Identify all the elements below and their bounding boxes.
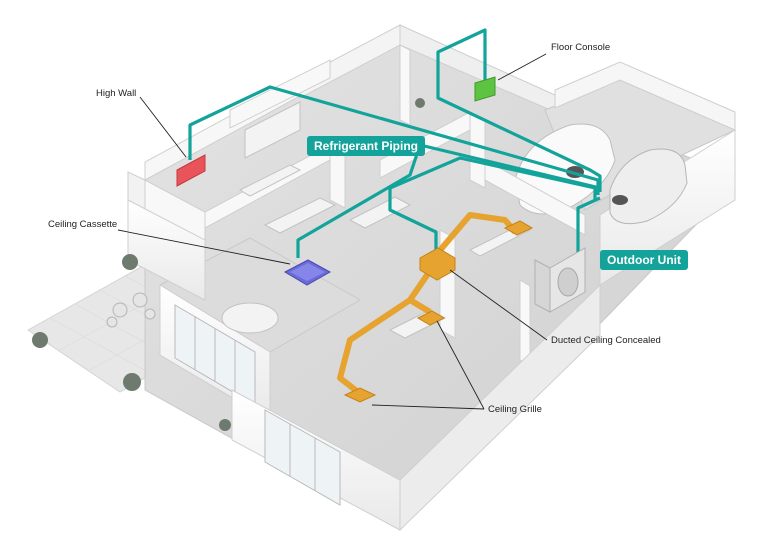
furniture bbox=[221, 101, 532, 339]
pipe-ducted bbox=[388, 156, 597, 253]
high-wall-unit bbox=[176, 154, 206, 187]
patio-chairs bbox=[106, 292, 156, 328]
ducted-ceiling-concealed-label: Ducted Ceiling Concealed bbox=[551, 335, 661, 346]
ceiling-grilles bbox=[343, 220, 534, 403]
floor-console-unit bbox=[474, 76, 496, 102]
floor-console-label: Floor Console bbox=[551, 42, 611, 53]
outdoor-unit-tag: Outdoor Unit bbox=[600, 250, 688, 270]
pipe-floor-console bbox=[436, 28, 602, 192]
pipe-high-wall bbox=[188, 85, 600, 195]
car-silver bbox=[609, 148, 688, 225]
plants bbox=[32, 98, 425, 431]
ceiling-cassette-unit bbox=[283, 259, 332, 286]
ducted-ceiling-concealed-unit bbox=[419, 247, 456, 281]
refrigerant-piping-tag: Refrigerant Piping bbox=[307, 136, 426, 156]
leader-lines bbox=[117, 53, 548, 410]
pipe-cassette bbox=[296, 143, 601, 258]
pipe-outdoor bbox=[576, 196, 601, 255]
front-block-wall-right bbox=[399, 283, 601, 532]
outdoor-unit bbox=[534, 247, 586, 313]
left-outer-wall bbox=[127, 199, 206, 301]
high-wall-label: High Wall bbox=[96, 88, 137, 99]
refrigerant-pipes bbox=[188, 28, 602, 258]
left-wing-windows bbox=[174, 304, 256, 406]
front-block-windows bbox=[264, 409, 341, 506]
ceiling-grille-label: Ceiling Grille bbox=[488, 404, 542, 415]
ceiling-cassette-label: Ceiling Cassette bbox=[48, 219, 118, 230]
